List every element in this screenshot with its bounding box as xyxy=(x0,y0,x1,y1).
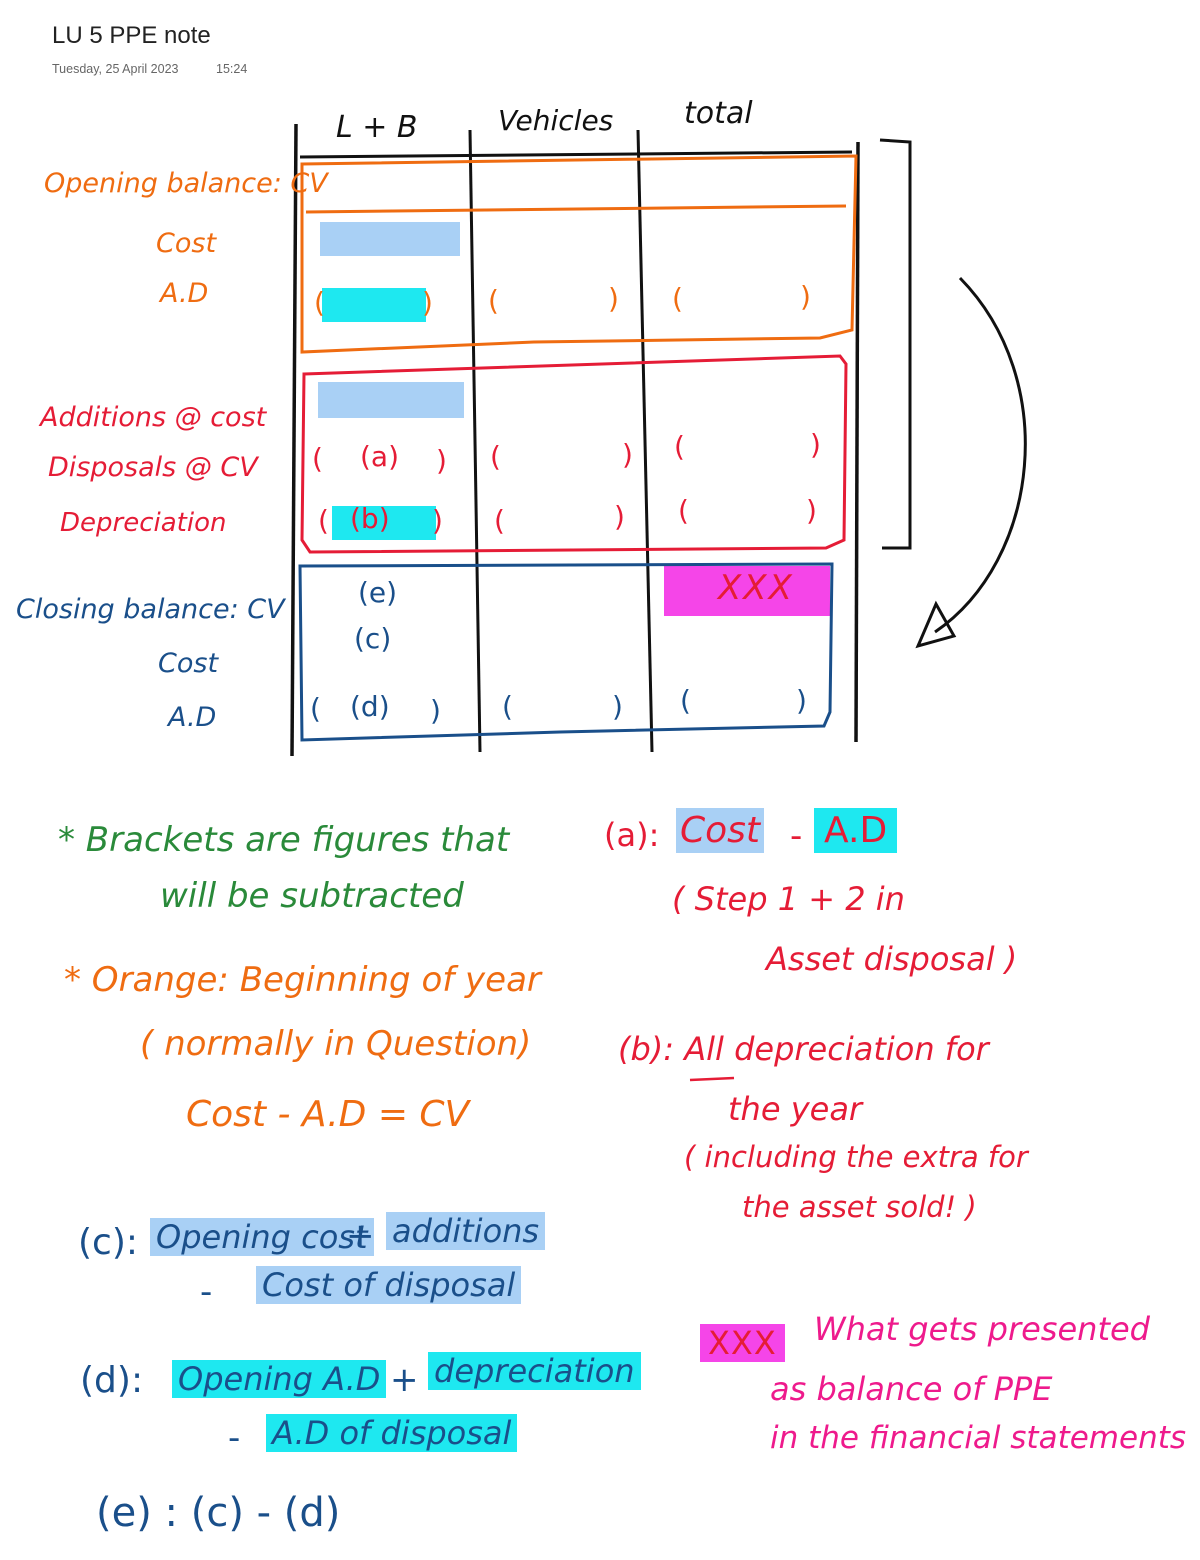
all-underline xyxy=(689,1076,735,1082)
note-a-cost: Cost xyxy=(676,808,765,853)
note-orange-line1: * Orange: Beginning of year xyxy=(64,960,541,1000)
closing-total-bracket-open: ( xyxy=(680,684,691,717)
opening-inner-rule xyxy=(305,204,847,214)
depreciation-lb-bracket-close: ) xyxy=(432,504,443,537)
opening-total-bracket-close: ) xyxy=(800,280,811,313)
opening-box xyxy=(300,154,858,354)
note-d-disposal: A.D of disposal xyxy=(266,1414,518,1452)
depreciation-label: Depreciation xyxy=(60,508,227,538)
depreciation-veh-bracket-open: ( xyxy=(494,504,505,537)
depreciation-lb-bracket-open: ( xyxy=(318,504,329,537)
closing-balance-label: Closing balance: CV xyxy=(16,594,285,625)
closing-lb-bracket-open: ( xyxy=(310,692,321,725)
note-xxx-label: XXX xyxy=(700,1324,785,1362)
note-c-additions: additions xyxy=(386,1212,546,1250)
note-c-opening: Opening cost xyxy=(150,1218,374,1256)
page-title: LU 5 PPE note xyxy=(52,22,211,49)
note-orange-line2: ( normally in Question) xyxy=(140,1024,532,1064)
closing-box xyxy=(298,562,834,742)
disposals-marker-a: (a) xyxy=(360,440,400,473)
closing-veh-bracket-close: ) xyxy=(612,690,623,723)
note-xxx-line2: as balance of PPE xyxy=(770,1370,1053,1408)
column-line-right xyxy=(854,141,860,743)
note-c-label: (c): xyxy=(78,1222,139,1263)
note-a-ad: A.D xyxy=(814,808,898,853)
opening-balance-label: Opening balance: CV xyxy=(44,168,328,199)
disposals-veh-bracket-close: ) xyxy=(622,438,633,471)
additions-highlight xyxy=(318,382,464,418)
note-d-plus: + xyxy=(390,1360,419,1400)
additions-label: Additions @ cost xyxy=(40,402,267,433)
opening-lb-bracket-open: ( xyxy=(314,286,325,319)
note-orange-line3: Cost - A.D = CV xyxy=(186,1094,470,1135)
opening-cost-label: Cost xyxy=(156,228,217,259)
opening-veh-bracket-open: ( xyxy=(488,284,499,317)
column-header-lb: L + B xyxy=(336,110,418,145)
opening-veh-bracket-close: ) xyxy=(608,282,619,315)
closing-total-highlight xyxy=(664,566,830,616)
opening-lb-bracket-close: ) xyxy=(422,286,433,319)
note-e-formula: (e) : (c) - (d) xyxy=(96,1490,341,1536)
column-header-vehicles: Vehicles xyxy=(498,104,614,137)
opening-total-bracket-open: ( xyxy=(672,282,683,315)
note-xxx-line3: in the financial statements xyxy=(770,1420,1187,1456)
note-c-plus: + xyxy=(346,1216,375,1256)
note-d-opening: Opening A.D xyxy=(172,1360,387,1398)
note-a-minus: - xyxy=(790,816,803,856)
note-brackets-line1: * Brackets are figures that xyxy=(58,820,510,860)
note-a-label: (a): xyxy=(604,816,660,854)
note-xxx-line1: What gets presented xyxy=(814,1310,1150,1348)
disposals-lb-bracket-close: ) xyxy=(436,444,447,477)
note-d-minus: - xyxy=(228,1418,241,1458)
depreciation-total-bracket-close: ) xyxy=(806,494,817,527)
closing-lb-bracket-close: ) xyxy=(430,694,441,727)
closing-ad-label: A.D xyxy=(168,702,217,733)
page-date: Tuesday, 25 April 2023 xyxy=(52,62,179,76)
disposals-total-bracket-close: ) xyxy=(810,428,821,461)
disposals-label: Disposals @ CV xyxy=(48,452,258,483)
note-b-line4: the asset sold! ) xyxy=(742,1190,977,1224)
column-line-1 xyxy=(468,129,482,753)
right-bracket xyxy=(879,138,912,550)
opening-ad-highlight xyxy=(322,288,426,322)
note-c-minus: - xyxy=(200,1272,213,1312)
page-time: 15:24 xyxy=(216,62,248,76)
disposals-lb-bracket-open: ( xyxy=(312,442,323,475)
closing-marker-d: (d) xyxy=(350,690,390,723)
note-d-depreciation: depreciation xyxy=(428,1352,641,1390)
curved-arrow xyxy=(934,276,1027,634)
closing-marker-c: (c) xyxy=(354,622,392,655)
closing-cost-label: Cost xyxy=(158,648,219,679)
closing-total-bracket-close: ) xyxy=(796,684,807,717)
note-brackets-line2: will be subtracted xyxy=(160,876,464,916)
opening-cost-highlight xyxy=(320,222,460,256)
header-rule xyxy=(299,150,853,159)
closing-marker-e: (e) xyxy=(358,576,398,609)
column-header-total: total xyxy=(684,96,753,131)
depreciation-marker-b: (b) xyxy=(350,502,390,535)
depreciation-veh-bracket-close: ) xyxy=(614,500,625,533)
depreciation-highlight xyxy=(332,506,436,540)
disposals-total-bracket-open: ( xyxy=(674,430,685,463)
note-a-step-line1: ( Step 1 + 2 in xyxy=(672,880,905,918)
note-d-label: (d): xyxy=(80,1360,144,1401)
movements-box xyxy=(300,354,848,554)
column-line-left xyxy=(290,123,298,757)
note-b-line3: ( including the extra for xyxy=(684,1140,1028,1174)
note-c-disposal: Cost of disposal xyxy=(256,1266,522,1304)
opening-ad-label: A.D xyxy=(160,278,209,309)
column-line-2 xyxy=(636,129,654,753)
closing-total-value: XXX xyxy=(718,568,794,608)
depreciation-total-bracket-open: ( xyxy=(678,494,689,527)
note-b-line2: the year xyxy=(728,1090,863,1128)
note-b-line1: (b): All depreciation for xyxy=(618,1030,989,1068)
closing-veh-bracket-open: ( xyxy=(502,690,513,723)
disposals-veh-bracket-open: ( xyxy=(490,440,501,473)
note-a-step-line2: Asset disposal ) xyxy=(766,940,1018,978)
arrow-head xyxy=(915,600,957,649)
